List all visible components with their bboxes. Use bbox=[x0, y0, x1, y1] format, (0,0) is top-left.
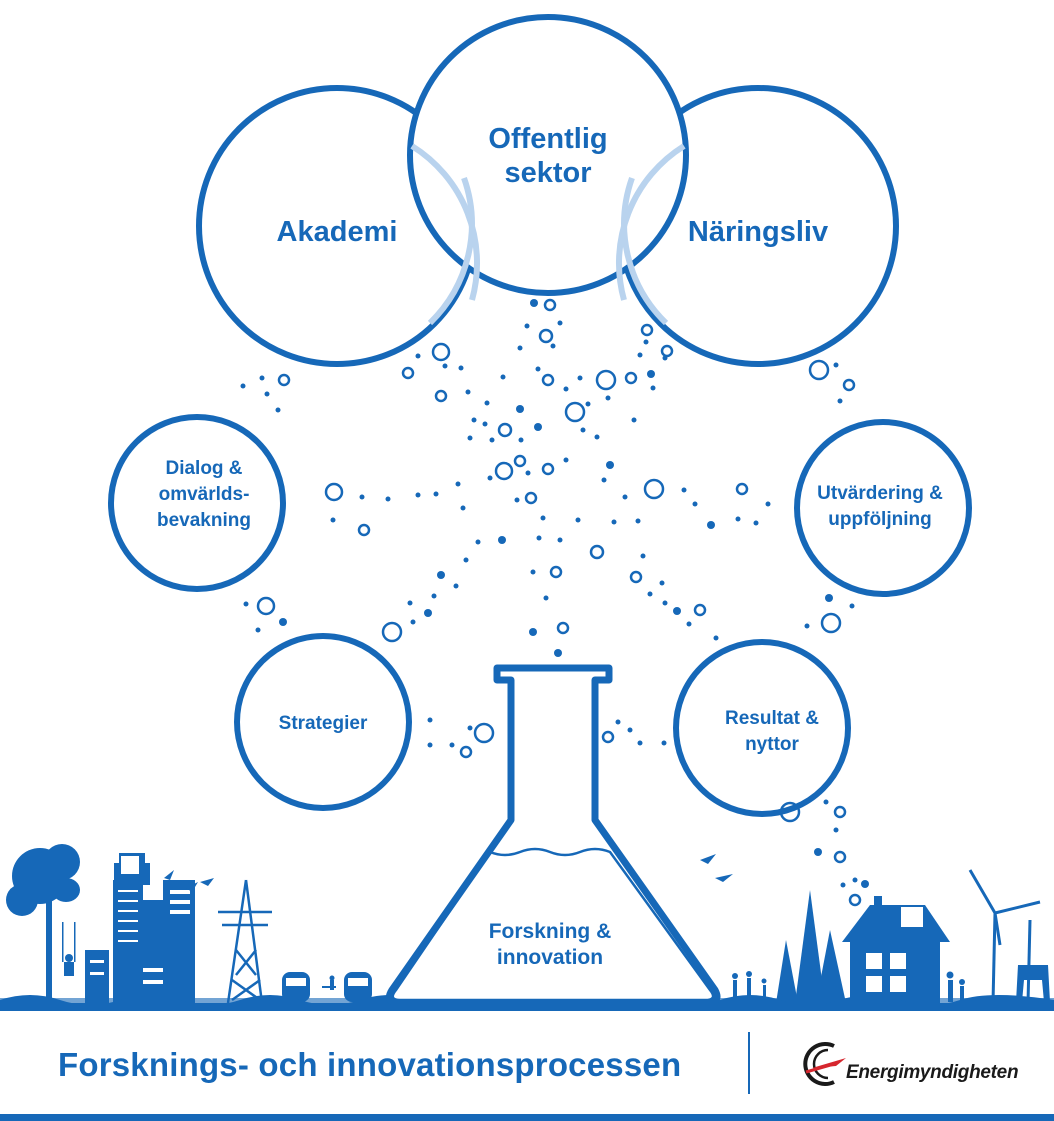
flask-label-line1: Forskning & bbox=[489, 920, 612, 943]
offentlig-label-line2: sektor bbox=[504, 157, 591, 189]
dialog-label-line3: bevakning bbox=[157, 510, 251, 531]
dialog-label-line1: Dialog & bbox=[165, 458, 242, 479]
resultat-label-line2: nyttor bbox=[745, 734, 799, 755]
energimyndigheten-logo-icon bbox=[803, 1042, 846, 1086]
akademi-label: Akademi bbox=[277, 216, 398, 248]
dialog-circle bbox=[108, 414, 286, 592]
bottom-rule bbox=[0, 1114, 1054, 1121]
flask bbox=[385, 664, 721, 1007]
naringsliv-label: Näringsliv bbox=[688, 216, 828, 248]
resultat-circle bbox=[673, 639, 851, 817]
utvardering-circle bbox=[794, 419, 972, 597]
offentlig-label-line1: Offentlig bbox=[488, 123, 607, 155]
overlap-arcs bbox=[427, 177, 669, 326]
utvardering-label-line2: uppföljning bbox=[828, 509, 931, 530]
strategier-label: Strategier bbox=[279, 713, 368, 734]
flask-label-line2: innovation bbox=[497, 946, 603, 969]
footer-divider bbox=[748, 1032, 750, 1094]
stakeholder-circles bbox=[196, 14, 899, 367]
resultat-label-line1: Resultat & bbox=[725, 708, 819, 729]
offentlig-sektor-circle bbox=[407, 14, 689, 296]
footer-title: Forsknings- och innovationsprocessen bbox=[58, 1046, 682, 1083]
utvardering-label-line1: Utvärdering & bbox=[817, 483, 943, 504]
logo-text: Energimyndigheten bbox=[846, 1062, 1019, 1083]
landscape bbox=[0, 844, 1054, 1011]
dialog-label-line2: omvärlds- bbox=[159, 484, 250, 505]
strategier-circle bbox=[234, 633, 412, 811]
